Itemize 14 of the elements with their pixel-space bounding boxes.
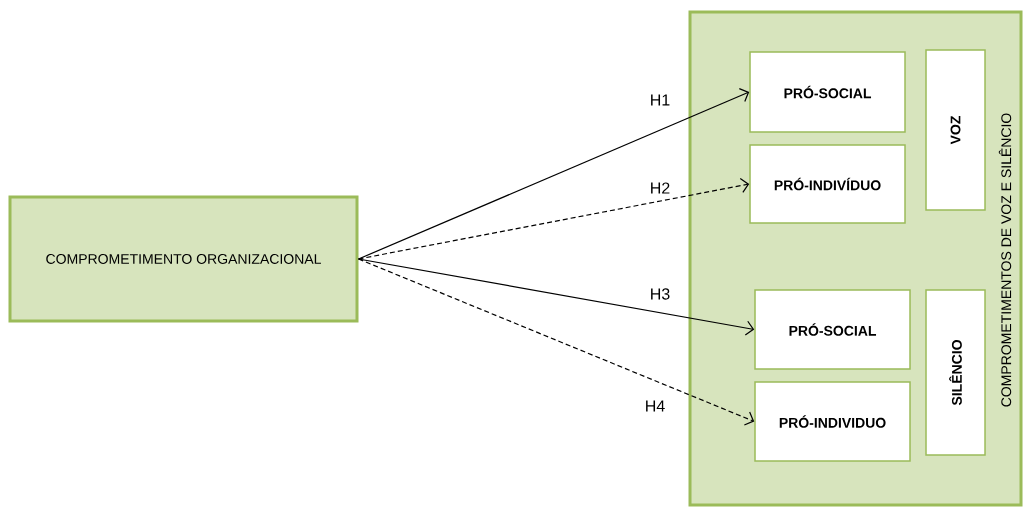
- edge-label: H2: [651, 182, 670, 194]
- category-box: VOZ: [925, 49, 986, 211]
- arrow: [357, 88, 750, 260]
- category-box: PRÓ-SOCIAL: [754, 289, 911, 370]
- arrow: [357, 178, 750, 260]
- edge-label: H4: [646, 400, 665, 412]
- edge-label: H3: [651, 288, 670, 300]
- category-box: PRÓ-SOCIAL: [749, 51, 906, 133]
- category-box: PRÓ-INDIVIDUO: [754, 381, 911, 462]
- concept-box: COMPROMETIMENTO ORGANIZACIONAL: [8, 195, 359, 323]
- edge-label: H1: [651, 94, 670, 106]
- category-box: PRÓ-INDIVÍDUO: [749, 144, 906, 224]
- category-box: SILÊNCIO: [925, 289, 986, 456]
- arrow: [357, 258, 755, 426]
